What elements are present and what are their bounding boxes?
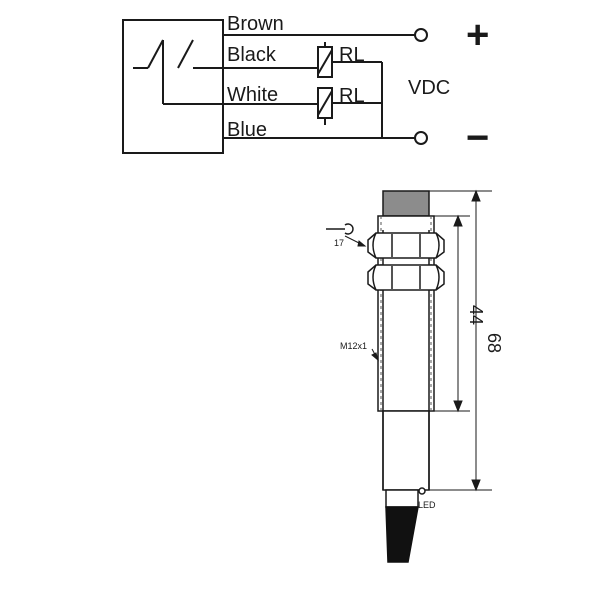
label-load-1: RL — [339, 44, 365, 66]
nut-2 — [367, 264, 445, 291]
sensor-body — [382, 410, 430, 491]
cable — [385, 506, 419, 563]
dimension-lines — [429, 189, 492, 492]
sensing-face — [382, 190, 430, 217]
wrench-leader — [344, 235, 367, 247]
wrench-icon — [326, 223, 354, 235]
sensor-box — [122, 19, 224, 154]
label-black: Black — [227, 44, 277, 66]
label-brown: Brown — [227, 13, 284, 35]
label-thread: M12x1 — [340, 341, 367, 351]
cable-gland — [385, 489, 419, 508]
terminal-negative — [414, 131, 428, 145]
nut-1 — [367, 232, 445, 259]
wiring-diagram — [122, 19, 428, 154]
label-load-2: RL — [339, 85, 365, 107]
label-blue: Blue — [227, 119, 267, 141]
switch-symbol — [133, 39, 225, 105]
dim-44-label: 44 — [466, 305, 486, 325]
label-white: White — [227, 84, 278, 106]
thread-leader — [371, 348, 379, 362]
plus-sign: + — [466, 13, 489, 57]
terminal-positive — [414, 28, 428, 42]
minus-sign: − — [466, 116, 489, 160]
label-supply: VDC — [408, 77, 450, 99]
label-led: LED — [418, 500, 436, 510]
label-wrench-size: 17 — [334, 238, 344, 248]
sensor-drawing — [367, 190, 445, 563]
dim-68-label: 68 — [484, 333, 504, 353]
led-indicator — [418, 487, 426, 495]
